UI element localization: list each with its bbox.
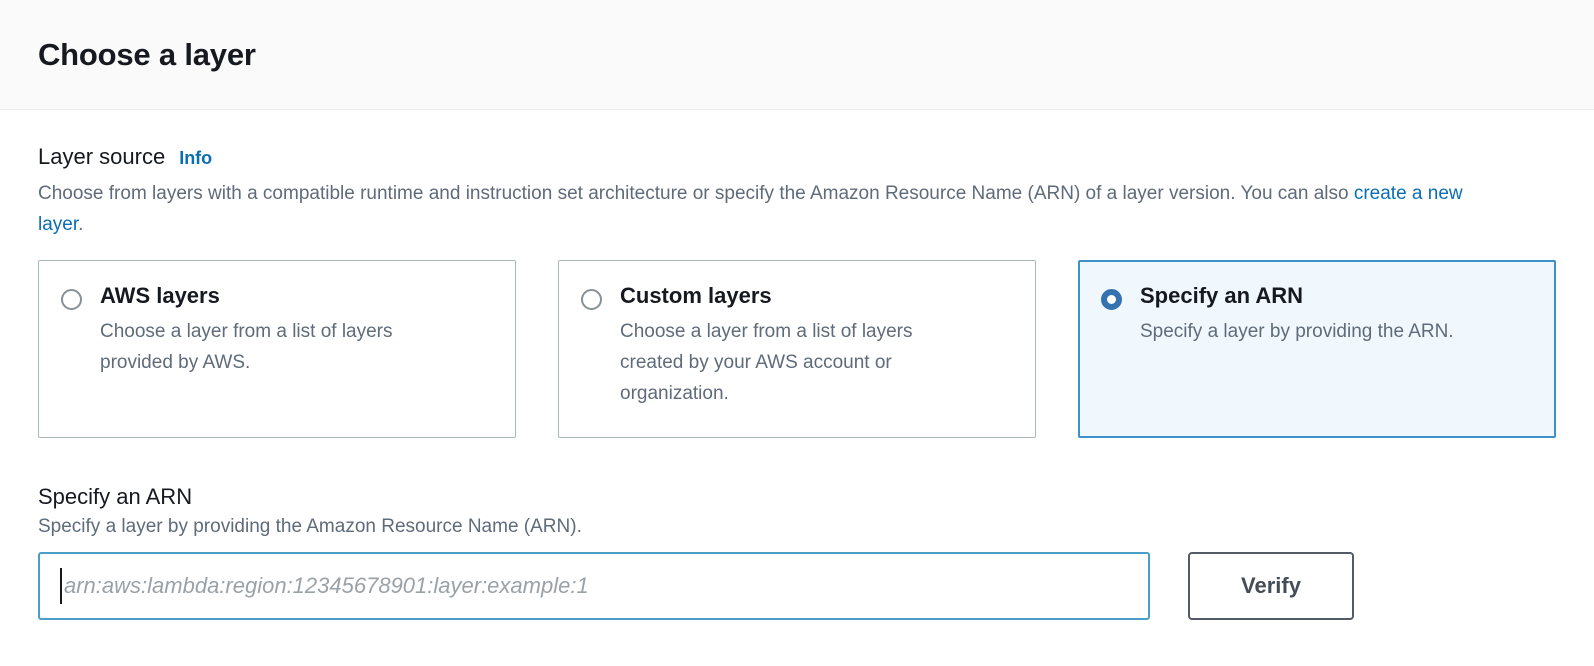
layer-source-description: Choose from layers with a compatible run… xyxy=(38,178,1478,240)
layer-source-description-text-2: . xyxy=(78,214,84,235)
layer-source-option-aws-layers-description: Choose a layer from a list of layers pro… xyxy=(100,321,393,373)
radio-icon-aws-layers[interactable] xyxy=(61,289,82,310)
layer-source-label: Layer source xyxy=(38,144,166,169)
layer-source-option-specify-arn-description: Specify a layer by providing the ARN. xyxy=(1140,321,1454,342)
verify-button[interactable]: Verify xyxy=(1188,552,1354,620)
info-link[interactable]: Info xyxy=(179,148,213,168)
layer-source-option-custom-layers-text: Custom layers Choose a layer from a list… xyxy=(620,283,960,409)
layer-source-option-specify-arn[interactable]: Specify an ARN Specify a layer by provid… xyxy=(1078,260,1556,438)
arn-section-title: Specify an ARN xyxy=(38,484,193,509)
layer-source-option-custom-layers[interactable]: Custom layers Choose a layer from a list… xyxy=(558,260,1036,438)
radio-icon-custom-layers[interactable] xyxy=(581,289,602,310)
layer-source-description-text-1: Choose from layers with a compatible run… xyxy=(38,183,1354,204)
arn-input-wrapper xyxy=(38,552,1150,620)
text-cursor xyxy=(60,568,62,604)
layer-source-option-aws-layers-text: AWS layers Choose a layer from a list of… xyxy=(100,283,440,378)
layer-source-option-custom-layers-label: Custom layers xyxy=(620,283,772,308)
arn-input-row: Verify xyxy=(38,552,1556,620)
layer-source-option-aws-layers[interactable]: AWS layers Choose a layer from a list of… xyxy=(38,260,516,438)
layer-source-option-aws-layers-label: AWS layers xyxy=(100,283,220,308)
arn-section-hint: Specify a layer by providing the Amazon … xyxy=(38,516,582,537)
dialog-body: Layer source Info Choose from layers wit… xyxy=(0,110,1594,620)
arn-input[interactable] xyxy=(38,552,1150,620)
create-new-layer-link[interactable]: create a new layer xyxy=(38,183,1463,235)
layer-source-label-row: Layer source Info xyxy=(38,144,1556,170)
layer-source-options: AWS layers Choose a layer from a list of… xyxy=(38,260,1556,438)
radio-icon-specify-arn[interactable] xyxy=(1101,289,1122,310)
page-title: Choose a layer xyxy=(38,36,256,72)
layer-source-option-specify-arn-label: Specify an ARN xyxy=(1140,283,1304,308)
dialog-header: Choose a layer xyxy=(0,0,1594,110)
layer-source-option-custom-layers-description: Choose a layer from a list of layers cre… xyxy=(620,321,913,404)
layer-source-option-specify-arn-text: Specify an ARN Specify a layer by provid… xyxy=(1140,283,1454,347)
